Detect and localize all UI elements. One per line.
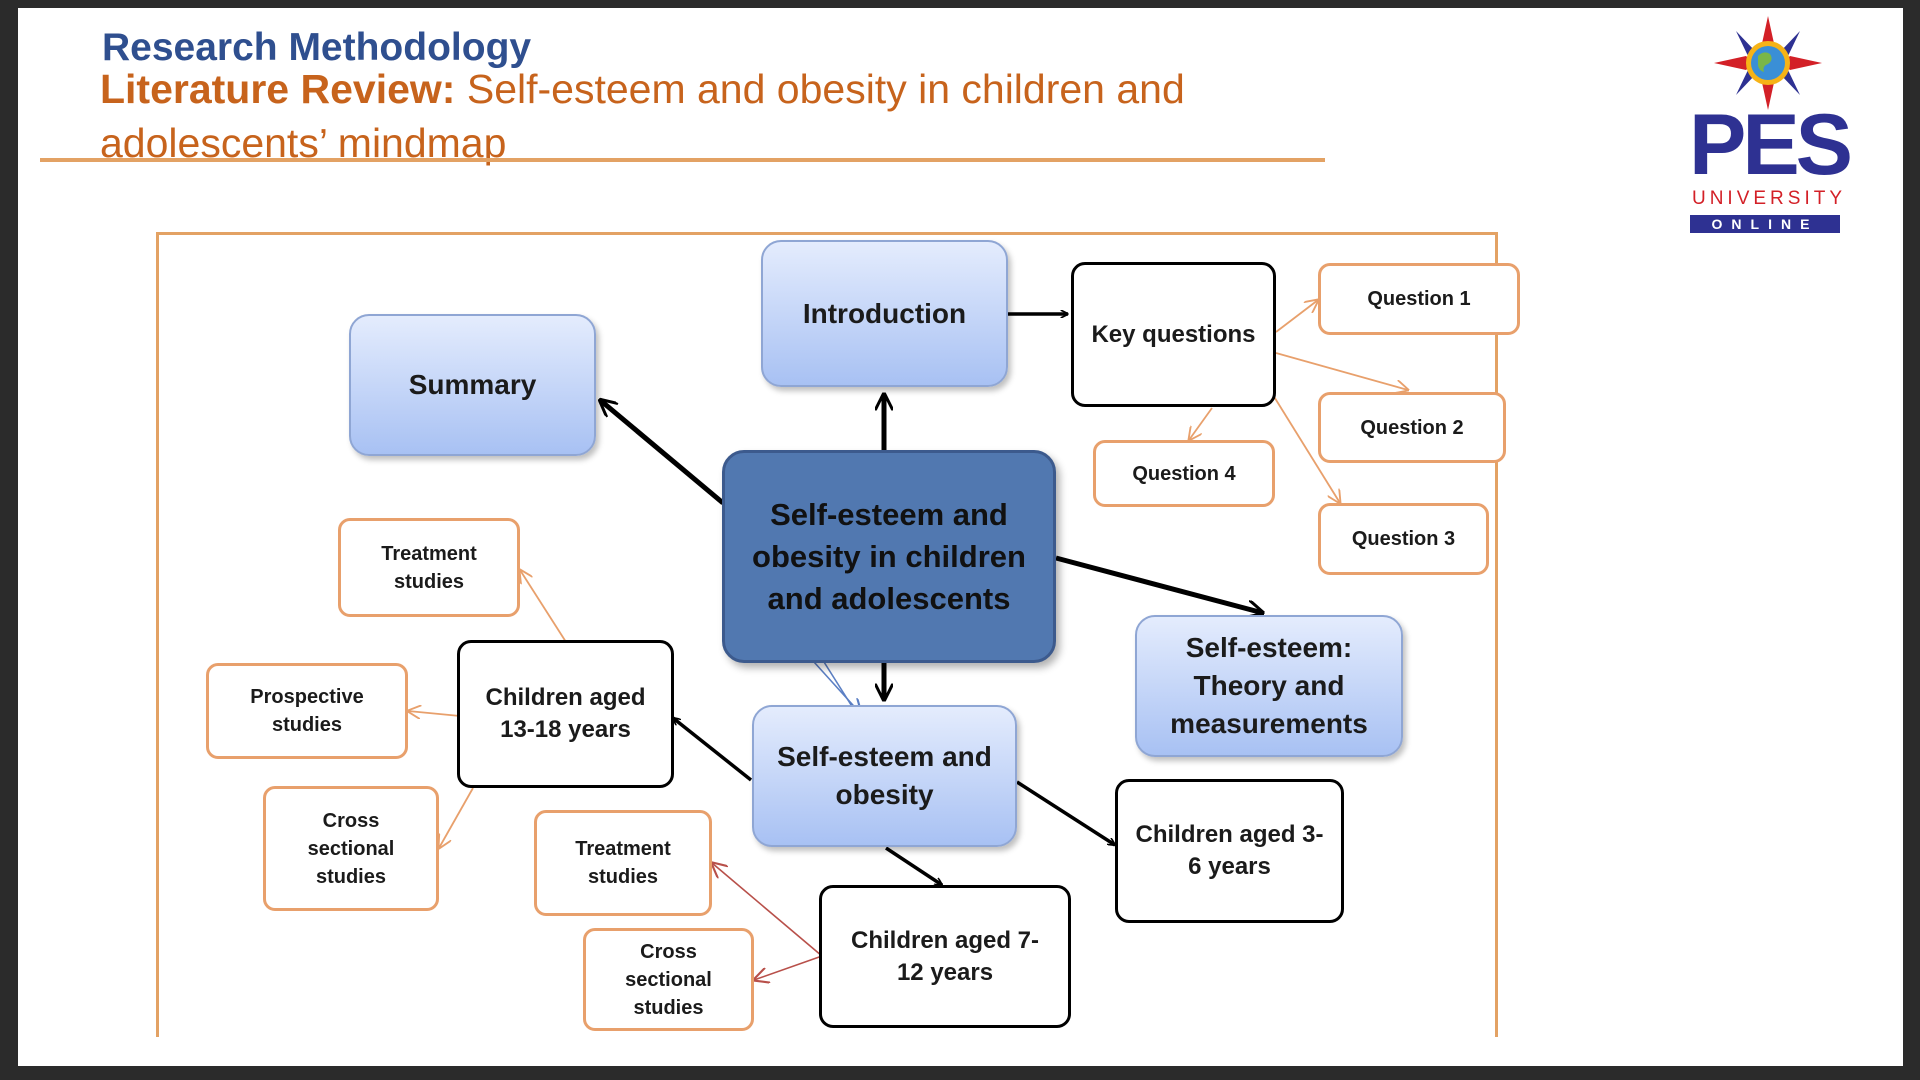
edge-kq-q2 — [1275, 352, 1408, 390]
edge-seo-3-6 — [1016, 780, 1115, 847]
edge-seo-13-18 — [673, 718, 753, 782]
node-introduction[interactable]: Introduction — [761, 240, 1008, 387]
edge-712-treatment — [712, 863, 823, 957]
edge-kq-q3 — [1272, 394, 1340, 503]
logo-wordmark: PES — [1688, 97, 1853, 193]
subtitle-bold: Literature Review: — [100, 66, 456, 112]
node-question-2[interactable]: Question 2 — [1318, 392, 1506, 463]
node-key-questions[interactable]: Key questions — [1071, 262, 1276, 407]
edge-center-blue-2 — [823, 661, 854, 709]
node-question-4[interactable]: Question 4 — [1093, 440, 1275, 507]
edge-1318-prospective — [408, 711, 461, 716]
edge-kq-q4 — [1189, 407, 1213, 440]
edge-1318-treatment — [520, 570, 567, 643]
node-self-esteem-theory[interactable]: Self-esteem: Theory and measurements — [1135, 615, 1403, 757]
node-summary[interactable]: Summary — [349, 314, 596, 456]
node-cross-sectional-7-12[interactable]: Cross sectional studies — [583, 928, 754, 1031]
edge-center-theory — [1055, 555, 1263, 613]
edge-seo-7-12 — [885, 846, 942, 887]
node-cross-sectional-13-18[interactable]: Cross sectional studies — [263, 786, 439, 911]
slide: Research Methodology Literature Review: … — [18, 8, 1903, 1066]
logo-online: ONLINE — [1690, 215, 1840, 233]
compass-star-globe-icon — [1714, 16, 1822, 110]
logo-university: UNIVERSITY — [1691, 188, 1847, 209]
node-self-esteem-obesity[interactable]: Self-esteem and obesity — [752, 705, 1017, 847]
edge-kq-q1 — [1275, 300, 1318, 333]
title-underline — [40, 158, 1325, 162]
edge-center-summary — [600, 400, 725, 505]
node-prospective-studies[interactable]: Prospective studies — [206, 663, 408, 759]
edge-1318-cross — [439, 787, 474, 848]
node-treatment-studies-7-12[interactable]: Treatment studies — [534, 810, 712, 916]
slide-title: Research Methodology — [102, 26, 532, 69]
node-children-13-18[interactable]: Children aged 13-18 years — [457, 640, 674, 788]
diagram-frame — [156, 232, 1498, 1037]
edge-712-cross — [754, 955, 823, 980]
node-children-3-6[interactable]: Children aged 3- 6 years — [1115, 779, 1344, 923]
node-question-1[interactable]: Question 1 — [1318, 263, 1520, 335]
node-question-3[interactable]: Question 3 — [1318, 503, 1489, 575]
node-treatment-studies-13-18[interactable]: Treatment studies — [338, 518, 520, 617]
node-center-topic[interactable]: Self-esteem and obesity in children and … — [722, 450, 1056, 663]
node-children-7-12[interactable]: Children aged 7- 12 years — [819, 885, 1071, 1028]
